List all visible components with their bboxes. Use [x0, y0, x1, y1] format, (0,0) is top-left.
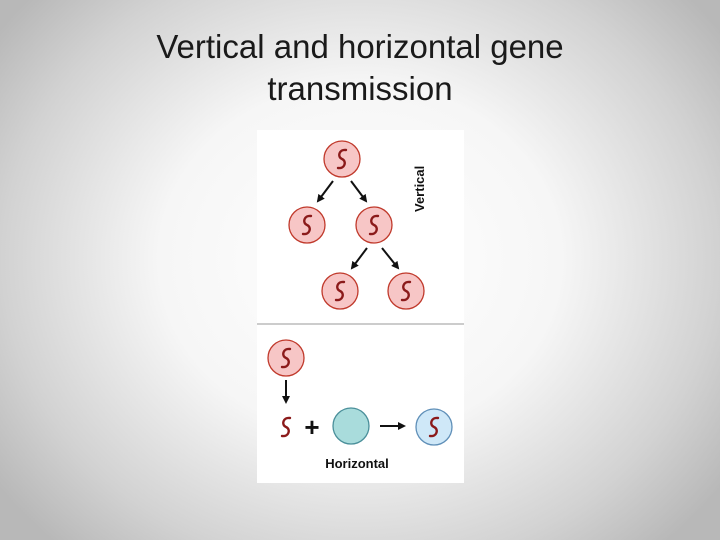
arrow-to-left-granddaughter: [350, 247, 368, 270]
title-line-2: transmission: [267, 70, 453, 107]
daughter-cell-left: [288, 206, 326, 244]
recipient-cell: [332, 407, 370, 445]
transformed-cell: [415, 408, 453, 446]
arrow-to-left-daughter: [316, 180, 334, 203]
plus-sign: +: [304, 412, 319, 442]
arrow-to-right-daughter: [350, 180, 368, 203]
title-line-1: Vertical and horizontal gene: [156, 28, 564, 65]
vertical-label: Vertical: [412, 166, 427, 212]
granddaughter-cell-right: [387, 272, 425, 310]
daughter-cell-right: [355, 206, 393, 244]
vertical-section: Vertical: [288, 140, 427, 310]
arrow-to-right-granddaughter: [381, 247, 400, 270]
slide-title: Vertical and horizontal gene transmissio…: [60, 26, 660, 110]
granddaughter-cell-left: [321, 272, 359, 310]
donor-cell: [267, 339, 305, 377]
parent-cell: [323, 140, 361, 178]
horizontal-section: + Horizontal: [267, 339, 453, 471]
horizontal-label: Horizontal: [325, 456, 389, 471]
